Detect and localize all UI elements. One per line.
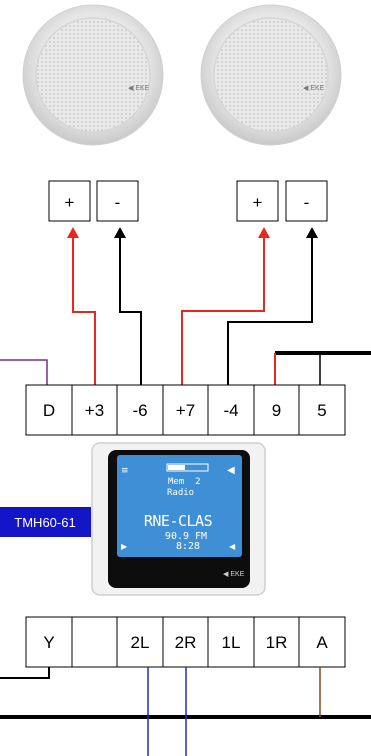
speaker-icon: ◀ xyxy=(227,465,235,476)
volume-bar xyxy=(166,463,209,472)
wire-red-right xyxy=(181,230,265,385)
arrow-red-right xyxy=(258,227,270,238)
bottom-terminal-strip: Y 2L 2R 1L 1R A xyxy=(25,616,346,668)
speaker-left: ◀ EKE xyxy=(22,4,164,146)
speaker-right: ◀ EKE xyxy=(200,4,342,146)
wire-red-left xyxy=(72,230,96,385)
bottom-terminal-a: A xyxy=(316,633,328,652)
speaker-right-minus: - xyxy=(304,193,310,212)
bottom-terminal-2l: 2L xyxy=(131,633,150,652)
display-brand: ◀ EKE xyxy=(223,571,245,578)
bottom-terminal-1l: 1L xyxy=(222,633,241,652)
speaker-left-terminals: + - xyxy=(48,180,139,222)
speaker-right-brand: ◀ EKE xyxy=(303,85,325,92)
amp-terminal-plus7: +7 xyxy=(176,401,195,420)
amp-terminal-d: D xyxy=(43,401,55,420)
menu-icon: ≡ xyxy=(121,466,129,476)
wire-black-y xyxy=(0,667,50,679)
arrow-black-left xyxy=(114,227,126,238)
bottom-terminal-1r: 1R xyxy=(266,633,288,652)
amp-terminal-9: 9 xyxy=(272,401,281,420)
display-station: RNE-CLAS xyxy=(144,512,213,530)
speaker-right-plus: + xyxy=(253,193,263,212)
wire-purple-d xyxy=(0,359,48,385)
left-arrow-icon: ▶ xyxy=(121,542,128,551)
speaker-left-brand: ◀ EKE xyxy=(128,85,150,92)
bottom-terminal-2r: 2R xyxy=(175,633,197,652)
speaker-wires xyxy=(67,227,318,385)
arrow-black-right xyxy=(306,227,318,238)
wire-black-right xyxy=(227,230,313,385)
amp-terminal-minus4: -4 xyxy=(223,401,238,420)
amp-terminal-strip: D +3 -6 +7 -4 9 5 xyxy=(25,384,346,436)
wire-black-left xyxy=(119,230,142,385)
speaker-right-terminals: + - xyxy=(236,180,328,222)
display-time: 8:28 xyxy=(176,541,200,552)
amp-terminal-5: 5 xyxy=(317,401,326,420)
arrow-red-left xyxy=(67,227,79,238)
speaker-left-plus: + xyxy=(65,193,75,212)
display-frequency: 90.9 FM xyxy=(165,531,207,542)
right-arrow-icon: ◀ xyxy=(229,542,236,551)
module-tag: TMH60-61 xyxy=(0,507,91,537)
bottom-terminal-y: Y xyxy=(43,633,54,652)
amp-terminal-minus6: -6 xyxy=(132,401,147,420)
amp-terminal-plus3: +3 xyxy=(85,401,104,420)
module-tag-label: TMH60-61 xyxy=(14,515,75,530)
display-source: Radio xyxy=(167,488,194,498)
speaker-left-minus: - xyxy=(115,193,121,212)
display-mem: Mem 2 xyxy=(168,477,201,487)
display-module: ≡ ◀ Mem 2 Radio RNE-CLAS 90.9 FM 8:28 ▶ … xyxy=(91,442,266,596)
